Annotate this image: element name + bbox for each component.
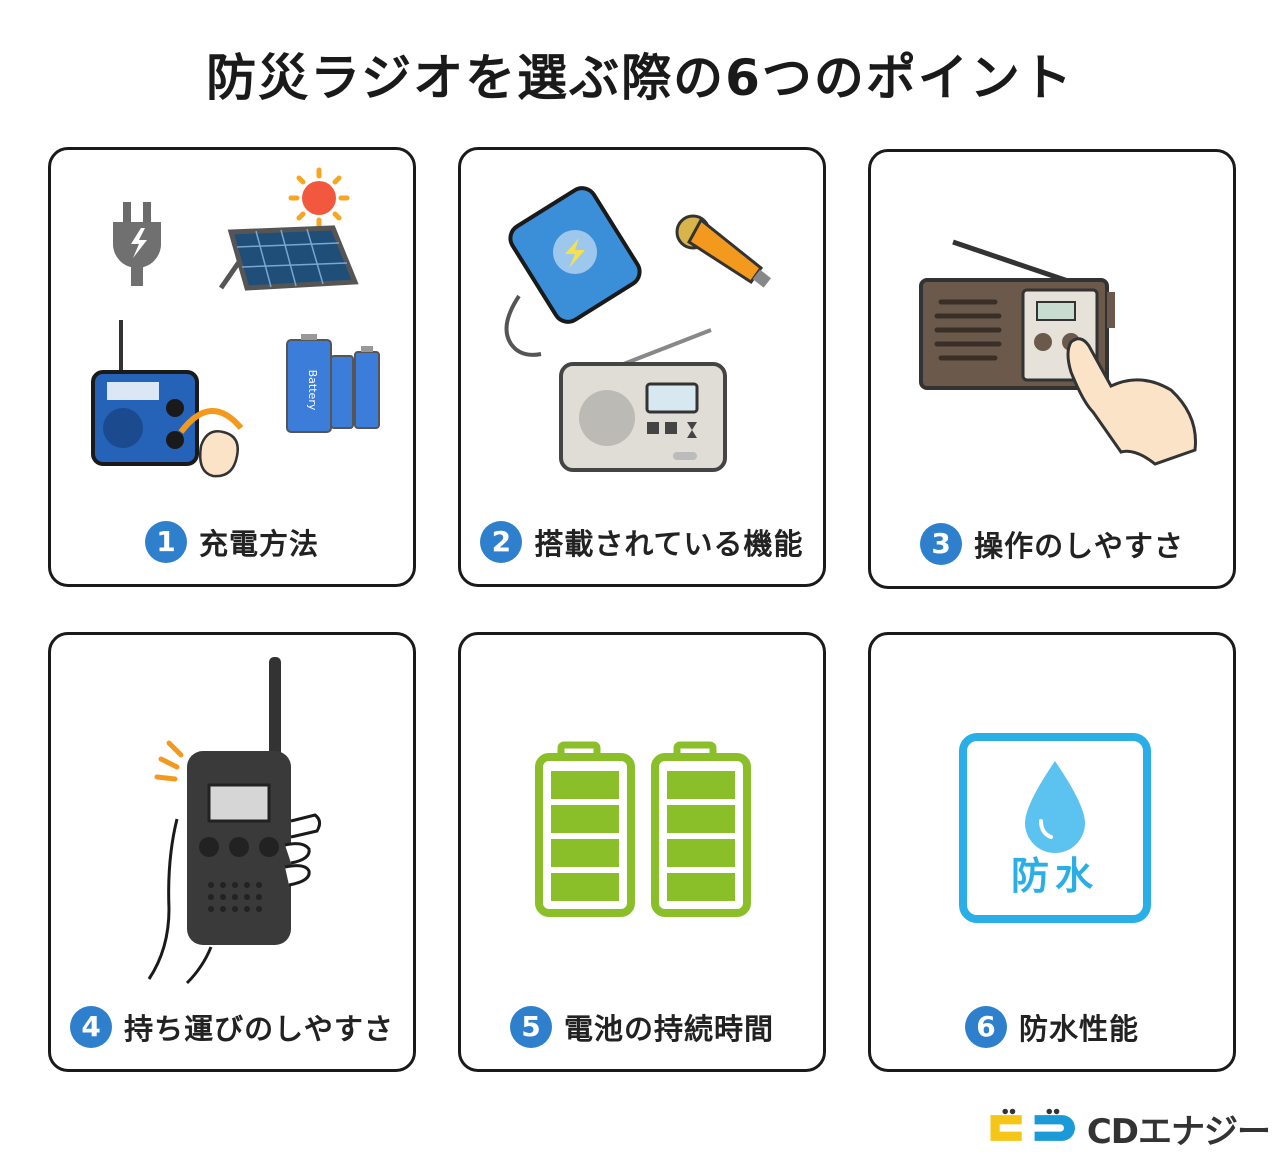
page-title: 防災ラジオを選ぶ際の6つのポイント <box>206 49 1074 107</box>
sun-icon <box>288 167 350 229</box>
logo-mark-icon <box>990 1108 1075 1141</box>
features-illustration <box>504 186 771 472</box>
radio-icon <box>919 239 1115 390</box>
card-label: 操作のしやすさ <box>974 529 1184 563</box>
solar-panel-icon <box>218 225 359 291</box>
caption: 1 充電方法 <box>51 520 413 564</box>
card-label: 搭載されている機能 <box>534 527 804 561</box>
waterproof-illustration: 防水 <box>959 733 1151 923</box>
card-ease-of-operation: 3 操作のしやすさ <box>868 149 1236 589</box>
hand-icon <box>147 813 322 985</box>
full-battery-icon <box>535 741 635 917</box>
card-label: 電池の持続時間 <box>563 1012 774 1046</box>
card-battery-life: 5 電池の持続時間 <box>458 632 826 1072</box>
flashlight-icon <box>675 214 771 288</box>
card-features: 2 搭載されている機能 <box>458 147 826 587</box>
smartphone-charging-icon <box>504 186 642 357</box>
battery-life-illustration <box>535 741 751 917</box>
charging-illustration: Battery <box>91 167 380 478</box>
card-charging-method: Battery 1 充電方法 <box>48 147 416 587</box>
plug-icon <box>113 202 161 286</box>
walkie-talkie-icon <box>187 657 291 945</box>
battery-icon: Battery <box>286 334 380 433</box>
number-badge: 1 <box>144 521 187 563</box>
radio-icon <box>559 328 727 472</box>
hand-pointer-icon <box>1066 337 1197 466</box>
brand-logo: CDエナジー <box>985 1102 1271 1154</box>
caption: 4 持ち運びのしやすさ <box>51 1005 413 1049</box>
logo-text: CDエナジー <box>1086 1111 1271 1152</box>
card-label: 持ち運びのしやすさ <box>124 1012 394 1046</box>
card-waterproof: 防水 6 防水性能 <box>868 632 1236 1072</box>
waterproof-label: 防水 <box>1011 854 1099 898</box>
card-portability: 4 持ち運びのしやすさ <box>48 632 416 1072</box>
hand-crank-radio-icon <box>91 320 244 478</box>
motion-lines-icon <box>154 740 184 782</box>
caption: 5 電池の持続時間 <box>461 1005 823 1049</box>
number-badge: 3 <box>920 523 963 565</box>
card-label: 充電方法 <box>198 527 319 561</box>
caption: 3 操作のしやすさ <box>871 522 1233 566</box>
operation-illustration <box>919 239 1197 466</box>
water-drop-icon <box>1025 761 1085 853</box>
full-battery-icon <box>651 741 751 917</box>
number-badge: 4 <box>70 1006 113 1048</box>
portability-illustration <box>147 657 322 985</box>
number-badge: 5 <box>509 1006 552 1048</box>
caption: 6 防水性能 <box>871 1005 1233 1049</box>
caption: 2 搭載されている機能 <box>461 520 823 564</box>
number-badge: 6 <box>964 1006 1007 1048</box>
card-label: 防水性能 <box>1018 1012 1139 1046</box>
number-badge: 2 <box>480 521 523 563</box>
svg-text:Battery: Battery <box>306 370 319 411</box>
